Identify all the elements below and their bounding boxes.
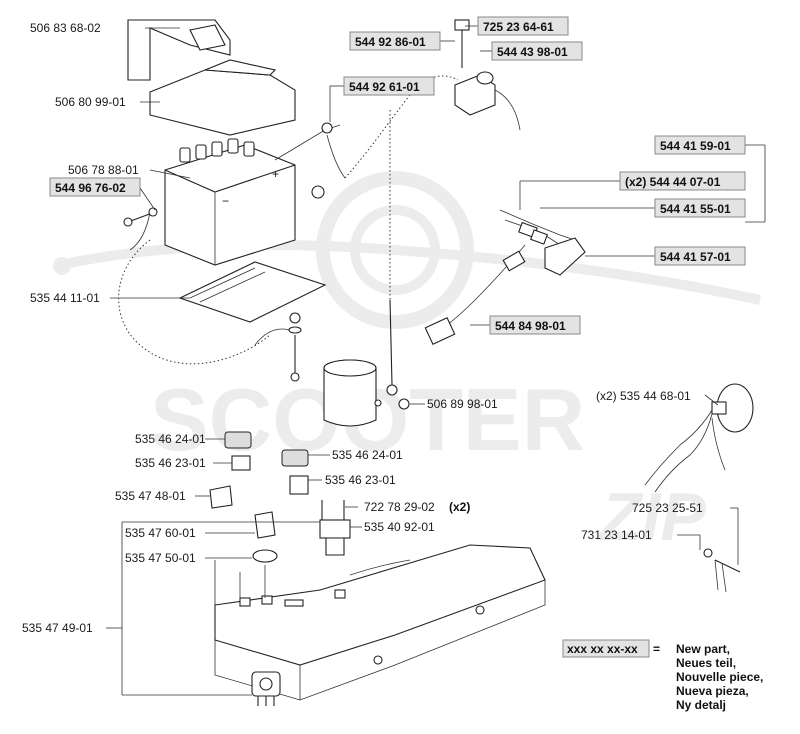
label-722-78-29-02-qty: (x2) — [449, 500, 470, 514]
dotted-route-right — [344, 75, 459, 179]
svg-text:−: − — [222, 194, 229, 208]
leader-lines — [106, 25, 766, 696]
label-535-44-68-01: (x2) 535 44 68-01 — [596, 389, 691, 403]
boxed-label-544-41-57-01: 544 41 57-01 — [654, 246, 746, 266]
negative-cable — [123, 207, 158, 251]
label-506-78-88-01: 506 78 88-01 — [68, 163, 139, 177]
label-535-46-24-01-b: 535 46 24-01 — [332, 448, 403, 462]
positive-cable — [274, 122, 346, 199]
wiring-harness — [424, 209, 586, 345]
label-535-46-23-01-b: 535 46 23-01 — [325, 473, 396, 487]
legend: xxx xx xx-xx = New part, Neues teil, Nou… — [562, 639, 763, 712]
label-535-47-50-01: 535 47 50-01 — [125, 551, 196, 565]
label-506-80-99-01: 506 80 99-01 — [55, 95, 126, 109]
battery-bracket — [127, 19, 231, 81]
label-506-83-68-02: 506 83 68-02 — [30, 21, 101, 35]
ground-bolt — [254, 312, 302, 382]
battery: + − — [164, 138, 296, 266]
svg-text:+: + — [272, 167, 279, 181]
console-panel — [214, 544, 546, 701]
bolt-731 — [703, 548, 741, 593]
boxed-label-544-96-76-02: 544 96 76-02 — [49, 177, 141, 197]
key-switch — [251, 671, 281, 706]
svg-text:544 92 61-01: 544 92 61-01 — [349, 80, 420, 94]
label-731-23-14-01: 731 23 14-01 — [581, 528, 652, 542]
boxed-label-544-43-98-01: 544 43 98-01 — [491, 41, 583, 61]
solenoid — [454, 19, 521, 131]
svg-text:544 41 59-01: 544 41 59-01 — [660, 139, 731, 153]
svg-text:544 41 57-01: 544 41 57-01 — [660, 250, 731, 264]
label-535-44-11-01: 535 44 11-01 — [30, 291, 100, 305]
label-725-23-25-51: 725 23 25-51 — [632, 501, 703, 515]
legend-line-4: Nueva pieza, — [676, 684, 749, 698]
boxed-label-544-92-61-01: 544 92 61-01 — [343, 76, 435, 96]
boxed-label-544-41-59-01: 544 41 59-01 — [654, 135, 746, 155]
battery-mat — [178, 261, 327, 323]
label-506-89-98-01: 506 89 98-01 — [427, 397, 498, 411]
legend-line-3: Nouvelle piece, — [676, 670, 763, 684]
boxed-label-544-92-86-01: 544 92 86-01 — [349, 31, 441, 51]
label-535-47-49-01: 535 47 49-01 — [22, 621, 93, 635]
washer-506 — [398, 398, 410, 410]
boxed-label-725-23-64-61: 725 23 64-61 — [477, 16, 569, 36]
legend-line-1: New part, — [676, 642, 730, 656]
watermark-script: ZIP — [598, 479, 706, 555]
boxed-label-544-84-98-01: 544 84 98-01 — [489, 315, 581, 335]
svg-text:725 23 64-61: 725 23 64-61 — [483, 20, 554, 34]
boxed-label-544-41-55-01: 544 41 55-01 — [654, 198, 746, 218]
svg-text:544 84 98-01: 544 84 98-01 — [495, 319, 566, 333]
legend-line-2: Neues teil, — [676, 656, 736, 670]
center-cable — [386, 110, 398, 396]
label-722-78-29-02: 722 78 29-02 — [364, 500, 435, 514]
legend-code-box — [562, 639, 650, 658]
cylinder-part — [323, 359, 382, 427]
label-535-46-23-01-a: 535 46 23-01 — [135, 456, 206, 470]
svg-text:544 96 76-02: 544 96 76-02 — [55, 181, 126, 195]
switch-caps — [209, 431, 351, 563]
battery-cover — [149, 59, 296, 136]
legend-code: xxx xx xx-xx — [567, 642, 638, 656]
svg-text:544 41 55-01: 544 41 55-01 — [660, 202, 731, 216]
svg-text:544 92 86-01: 544 92 86-01 — [355, 35, 426, 49]
label-535-40-92-01: 535 40 92-01 — [364, 520, 435, 534]
label-535-47-48-01: 535 47 48-01 — [115, 489, 186, 503]
boxed-label-544-44-07-01: (x2) 544 44 07-01 — [619, 171, 746, 191]
svg-text:544 43 98-01: 544 43 98-01 — [497, 45, 568, 59]
label-535-46-24-01-a: 535 46 24-01 — [135, 432, 206, 446]
svg-text:(x2) 544 44 07-01: (x2) 544 44 07-01 — [625, 175, 721, 189]
horn-assembly — [644, 383, 754, 493]
legend-equals: = — [653, 642, 660, 656]
legend-line-5: Ny detalj — [676, 698, 726, 712]
label-535-47-60-01: 535 47 60-01 — [125, 526, 196, 540]
dotted-route-left — [118, 239, 271, 365]
